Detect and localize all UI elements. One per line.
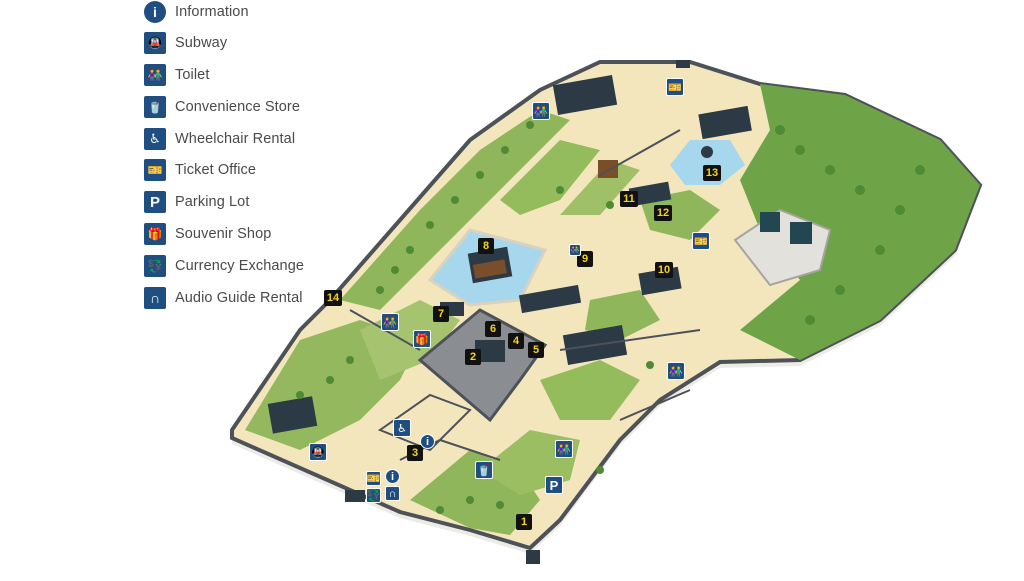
map-marker-12[interactable]: 12	[654, 205, 672, 221]
headphones-icon: ∩	[144, 287, 166, 309]
map-marker-5[interactable]: 5	[528, 342, 544, 358]
map-marker-10[interactable]: 10	[655, 262, 673, 278]
parking-icon[interactable]: P	[545, 476, 563, 494]
toilet-icon[interactable]: 👫	[667, 362, 685, 380]
map-marker-14[interactable]: 14	[324, 290, 342, 306]
gift-icon: 🎁	[144, 223, 166, 245]
map-marker-13[interactable]: 13	[703, 165, 721, 181]
legend-label: Parking Lot	[175, 194, 250, 210]
parking-icon: P	[144, 191, 166, 213]
legend-item-information: i Information	[144, 0, 249, 24]
currency-icon[interactable]: 💱	[366, 488, 381, 503]
subway-icon: 🚇	[144, 32, 166, 54]
legend-label: Information	[175, 4, 249, 20]
legend-item-parking-lot: P Parking Lot	[144, 190, 249, 214]
legend-item-currency-exchange: 💱 Currency Exchange	[144, 254, 304, 278]
legend-item-subway: 🚇 Subway	[144, 31, 227, 55]
toilet-icon[interactable]: 👫	[381, 313, 399, 331]
wheelchair-icon[interactable]: ♿	[393, 419, 411, 437]
map-marker-11[interactable]: 11	[620, 191, 638, 207]
legend-label: Ticket Office	[175, 162, 257, 178]
map-marker-6[interactable]: 6	[485, 321, 501, 337]
legend-label: Currency Exchange	[175, 258, 305, 274]
map-marker-3[interactable]: 3	[407, 445, 423, 461]
legend-item-souvenir-shop: 🎁 Souvenir Shop	[144, 222, 271, 246]
map-marker-2[interactable]: 2	[465, 349, 481, 365]
gift-icon[interactable]: 🎁	[413, 330, 431, 348]
legend-item-audio-guide-rental: ∩ Audio Guide Rental	[144, 286, 303, 310]
toilet-icon[interactable]: 👫	[555, 440, 573, 458]
map-marker-9[interactable]: 9	[577, 251, 593, 267]
convenience-store-icon: 🥤	[144, 96, 166, 118]
legend-label: Souvenir Shop	[175, 226, 272, 242]
headphones-icon[interactable]: ∩	[385, 486, 400, 501]
map-marker-8[interactable]: 8	[478, 238, 494, 254]
ticket-icon[interactable]: 🎫	[666, 78, 684, 96]
map-marker-7[interactable]: 7	[433, 306, 449, 322]
toilet-icon: 👫	[144, 64, 166, 86]
map-marker-4[interactable]: 4	[508, 333, 524, 349]
currency-icon: 💱	[144, 255, 166, 277]
toilet-icon[interactable]: 👫	[569, 244, 581, 256]
information-icon[interactable]: i	[420, 434, 435, 449]
legend-label: Convenience Store	[175, 99, 301, 115]
map-marker-1[interactable]: 1	[516, 514, 532, 530]
information-icon: i	[144, 1, 166, 23]
legend-label: Audio Guide Rental	[175, 290, 303, 306]
wheelchair-icon: ♿	[144, 128, 166, 150]
legend-label: Wheelchair Rental	[175, 131, 296, 147]
legend-label: Subway	[175, 35, 228, 51]
ticket-icon: 🎫	[144, 159, 166, 181]
convenience-store-icon[interactable]: 🥤	[475, 461, 493, 479]
ticket-icon[interactable]: 🎫	[692, 232, 710, 250]
subway-icon[interactable]: 🚇	[309, 443, 327, 461]
legend-item-ticket-office: 🎫 Ticket Office	[144, 158, 256, 182]
legend-item-toilet: 👫 Toilet	[144, 63, 209, 87]
toilet-icon[interactable]: 👫	[532, 102, 550, 120]
information-icon[interactable]: i	[385, 469, 400, 484]
legend-item-convenience-store: 🥤 Convenience Store	[144, 95, 300, 119]
ticket-icon[interactable]: 🎫	[366, 471, 381, 486]
legend-item-wheelchair-rental: ♿ Wheelchair Rental	[144, 127, 295, 151]
legend-label: Toilet	[175, 67, 210, 83]
